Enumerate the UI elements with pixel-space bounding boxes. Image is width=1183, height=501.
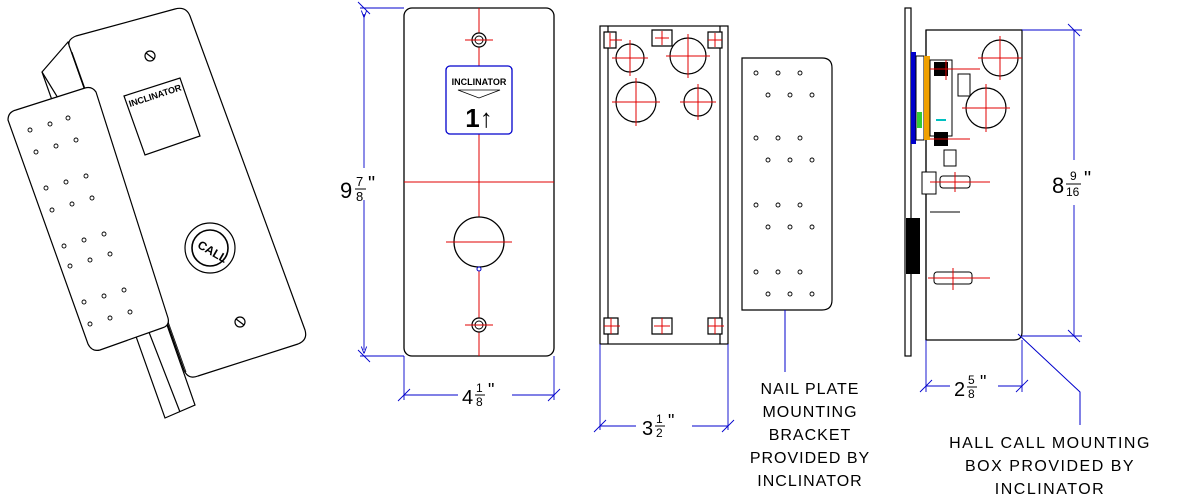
- svg-text:INCLINATOR: INCLINATOR: [757, 473, 862, 490]
- box-width-label: 3 1 2 ": [642, 411, 674, 440]
- svg-text:BOX PROVIDED BY: BOX PROVIDED BY: [965, 458, 1135, 475]
- side-height-dimension: [1022, 23, 1082, 343]
- svg-text:": ": [1084, 168, 1091, 190]
- svg-text:9: 9: [340, 178, 352, 203]
- svg-text:HALL CALL MOUNTING: HALL CALL MOUNTING: [949, 435, 1151, 452]
- hall-call-leader: [1017, 333, 1081, 425]
- side-centerlines: [928, 36, 1022, 290]
- svg-text:7: 7: [356, 174, 363, 189]
- front-faceplate-view: INCLINATOR 1↑: [403, 7, 555, 357]
- perspective-call-button: [191, 229, 229, 267]
- faceplate-indicator: 1↑: [465, 103, 492, 133]
- svg-text:3: 3: [642, 418, 653, 440]
- svg-text:5: 5: [968, 373, 975, 387]
- box-front-view: [599, 25, 729, 345]
- svg-text:1: 1: [656, 412, 663, 426]
- svg-text:": ": [488, 380, 494, 400]
- faceplate-display: [445, 65, 513, 135]
- svg-text:16: 16: [1066, 185, 1080, 199]
- svg-text:PROVIDED BY: PROVIDED BY: [750, 450, 870, 467]
- side-depth-dimension: [919, 340, 1029, 393]
- side-faceplate-edge: [904, 7, 912, 357]
- side-height-label: 8 9 16 ": [1052, 168, 1091, 199]
- nail-plate-holes: [753, 70, 815, 297]
- perspective-nail-plate-holes: [27, 115, 133, 327]
- box-outline: [599, 25, 729, 345]
- svg-text:": ": [668, 411, 674, 431]
- nail-plate-view: [741, 57, 833, 311]
- box-width-dimension: [593, 344, 735, 433]
- perspective-view: INCLINATOR CALL: [7, 7, 307, 419]
- perspective-nail-plate: [7, 86, 169, 351]
- svg-text:BRACKET: BRACKET: [769, 427, 852, 444]
- perspective-display-window: [123, 77, 201, 156]
- side-depth-label: 2 5 8 ": [954, 372, 986, 401]
- svg-text:2: 2: [656, 426, 663, 440]
- svg-text:": ": [368, 173, 375, 195]
- svg-text:4: 4: [462, 387, 473, 409]
- faceplate-height-dimension: [357, 1, 404, 363]
- svg-text:INCLINATOR: INCLINATOR: [995, 481, 1105, 498]
- svg-text:8: 8: [476, 395, 483, 409]
- faceplate-width-dimension: [397, 356, 561, 402]
- faceplate-width-label: 4 1 8 ": [462, 380, 494, 409]
- nail-plate-note: NAIL PLATE MOUNTING BRACKET PROVIDED BY …: [750, 381, 870, 490]
- svg-text:NAIL PLATE: NAIL PLATE: [761, 381, 860, 398]
- svg-text:1: 1: [476, 381, 483, 395]
- svg-text:2: 2: [954, 379, 965, 401]
- nail-plate-outline: [741, 57, 833, 311]
- hall-call-note: HALL CALL MOUNTING BOX PROVIDED BY INCLI…: [949, 435, 1151, 498]
- faceplate-height-label: 9 7 8 ": [340, 173, 375, 204]
- svg-text:MOUNTING: MOUNTING: [762, 404, 857, 421]
- svg-text:8: 8: [968, 387, 975, 401]
- faceplate-brand-label: INCLINATOR: [452, 77, 507, 87]
- svg-text:": ": [980, 372, 986, 392]
- svg-text:9: 9: [1070, 169, 1077, 183]
- box-centerlines: [604, 31, 724, 334]
- svg-text:8: 8: [1052, 173, 1064, 198]
- svg-text:8: 8: [356, 189, 363, 204]
